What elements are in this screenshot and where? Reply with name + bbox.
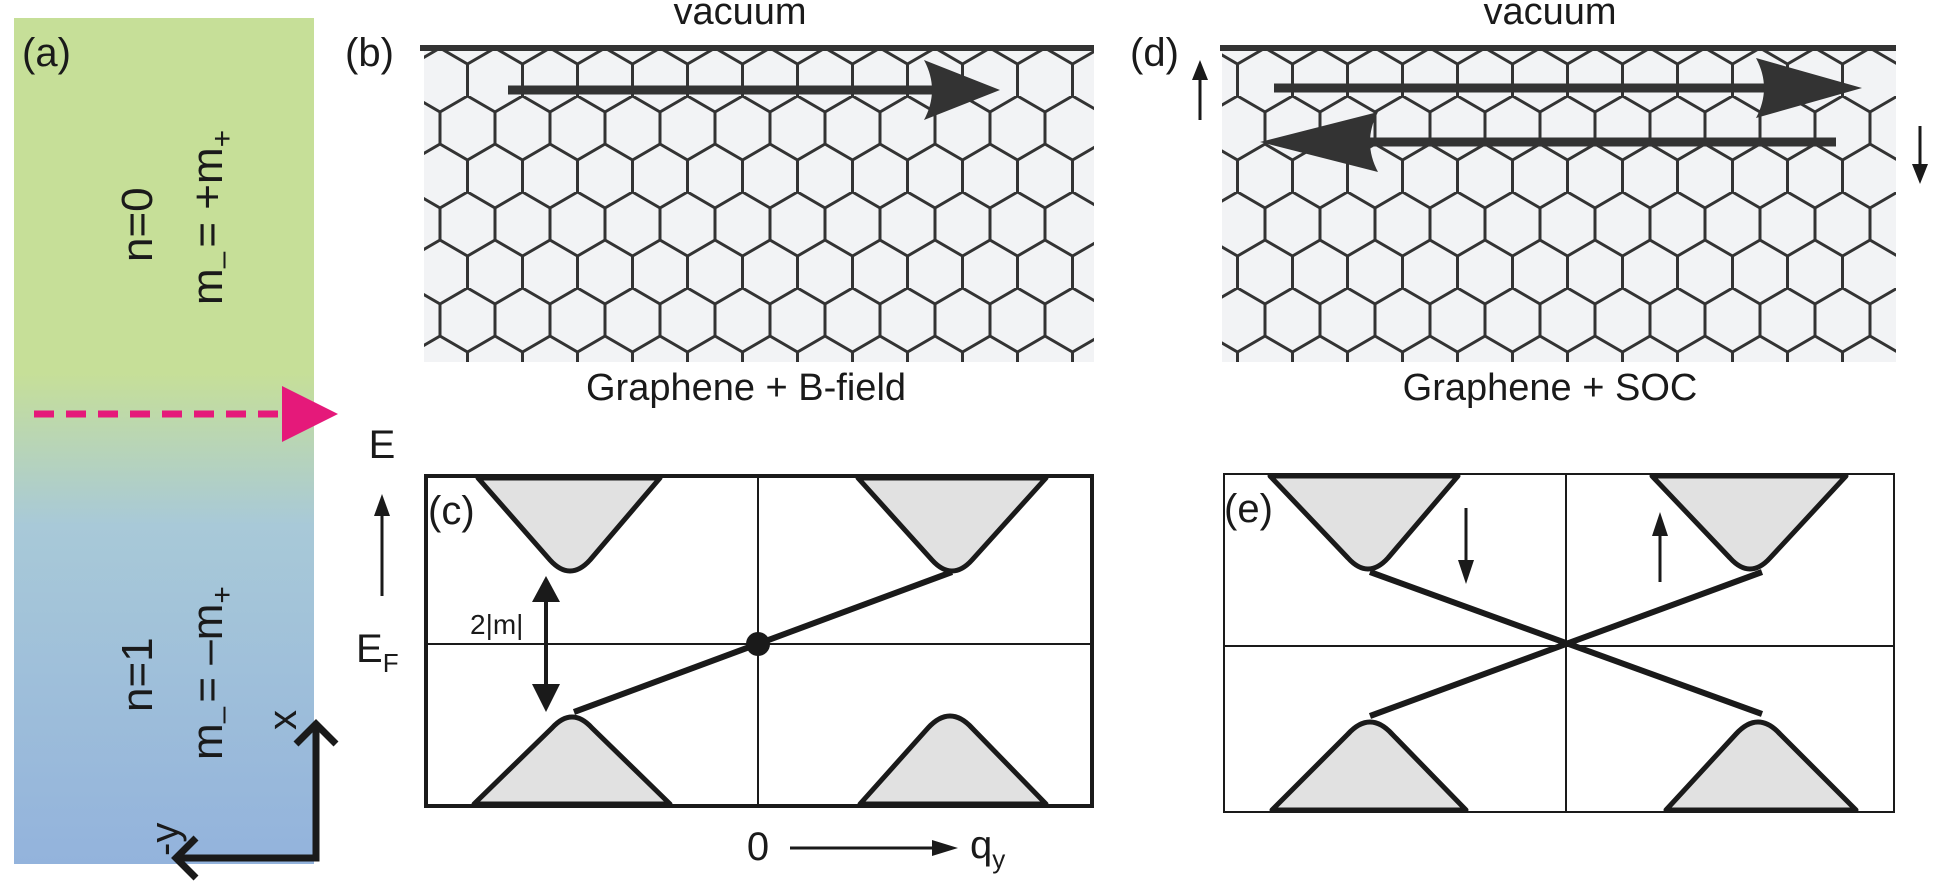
- momentum-axis-arrow-icon: [790, 840, 958, 856]
- edge-current-right-arrow-d: [1274, 58, 1862, 118]
- panel-c: E EF 2|m| (c) 0 qy: [356, 423, 1094, 874]
- panel-d-vacuum-label: vacuum: [1483, 0, 1616, 33]
- region-n1-mass: m– = –m+: [183, 586, 239, 760]
- region-n1-mass-sub: –: [206, 706, 239, 723]
- fermi-level-symbol: E: [356, 627, 383, 671]
- domain-wall-strip: [14, 18, 314, 864]
- valence-band-left-e: [1269, 719, 1469, 813]
- domain-wall-arrow: [34, 386, 338, 442]
- energy-axis-arrow-icon: [374, 494, 390, 596]
- region-n1-mass-symbol: m: [183, 723, 232, 760]
- fermi-level-label: EF: [356, 627, 399, 678]
- region-n0-mass-rhs: = +m: [183, 147, 232, 247]
- graphene-sheet-b: [424, 50, 1094, 362]
- coordinate-axes: x -y: [143, 710, 339, 881]
- panel-a-label: (a): [22, 31, 71, 75]
- panel-c-label: (c): [428, 489, 475, 533]
- helical-edge-state-up-e: [1368, 569, 1764, 719]
- spin-up-branch-icon: [1652, 512, 1668, 582]
- axis-x-label: x: [261, 710, 305, 730]
- conduction-band-left-e: [1267, 473, 1461, 572]
- x-axis-arrowhead-icon: [293, 719, 339, 747]
- momentum-axis-sub: y: [992, 844, 1005, 874]
- panel-a: (a) n=0 m–= +m+ n=1 m–= –m+ x -y: [14, 18, 339, 881]
- energy-axis-label: E: [369, 423, 396, 467]
- region-n0-labels: n=0 m– = +m+: [113, 130, 239, 305]
- region-n0-mass-sub: –: [206, 251, 239, 268]
- panel-b-caption: Graphene + B-field: [586, 367, 906, 409]
- graphene-sheet-d: [1222, 50, 1896, 362]
- region-n0-index: n=0: [113, 187, 162, 262]
- gap-label: 2|m|: [470, 609, 523, 640]
- valence-band-right-c: [857, 713, 1049, 807]
- panel-b: vacuum (b) Graphene + B-field: [345, 0, 1094, 409]
- spin-down-icon: [1912, 126, 1928, 184]
- momentum-axis-label: qy: [970, 823, 1005, 874]
- conduction-band-right-c: [855, 475, 1049, 574]
- panel-b-label: (b): [345, 31, 394, 75]
- conduction-band-left-c: [475, 475, 663, 574]
- region-n0-mass: m– = +m+: [183, 130, 239, 305]
- panel-d-caption: Graphene + SOC: [1403, 367, 1698, 409]
- panel-b-vacuum-label: vacuum: [673, 0, 806, 33]
- region-n1-mass-rhs: = –m: [183, 604, 232, 703]
- y-axis-arrowhead-icon: [171, 835, 199, 881]
- region-n1-index: n=1: [113, 637, 162, 712]
- panel-d-label: (d): [1130, 31, 1179, 75]
- panel-e: (e): [1223, 473, 1895, 813]
- edge-current-arrow-b: [508, 60, 1000, 120]
- valence-band-left-c: [471, 714, 673, 807]
- fermi-level-sub: F: [383, 648, 399, 678]
- region-n0-mass-rhs-sub: +: [206, 130, 239, 148]
- spin-down-branch-icon: [1458, 508, 1474, 584]
- edge-current-left-arrow-d: [1260, 112, 1836, 172]
- crossing-point-c: [746, 632, 770, 656]
- panel-e-label: (e): [1224, 487, 1273, 531]
- panel-d: vacuum (d) Graphene + SOC: [1130, 0, 1928, 409]
- conduction-band-right-e: [1649, 473, 1849, 572]
- region-n0-mass-symbol: m: [183, 268, 232, 305]
- axis-y-label: -y: [143, 823, 187, 856]
- valence-band-right-e: [1663, 719, 1859, 813]
- region-n1-labels: n=1 m– = –m+: [113, 586, 239, 760]
- spin-up-icon: [1192, 60, 1208, 120]
- region-n1-mass-rhs-sub: +: [206, 586, 239, 604]
- gap-double-arrow: [532, 576, 560, 712]
- momentum-origin-label: 0: [747, 825, 769, 869]
- momentum-axis-symbol: q: [970, 823, 992, 867]
